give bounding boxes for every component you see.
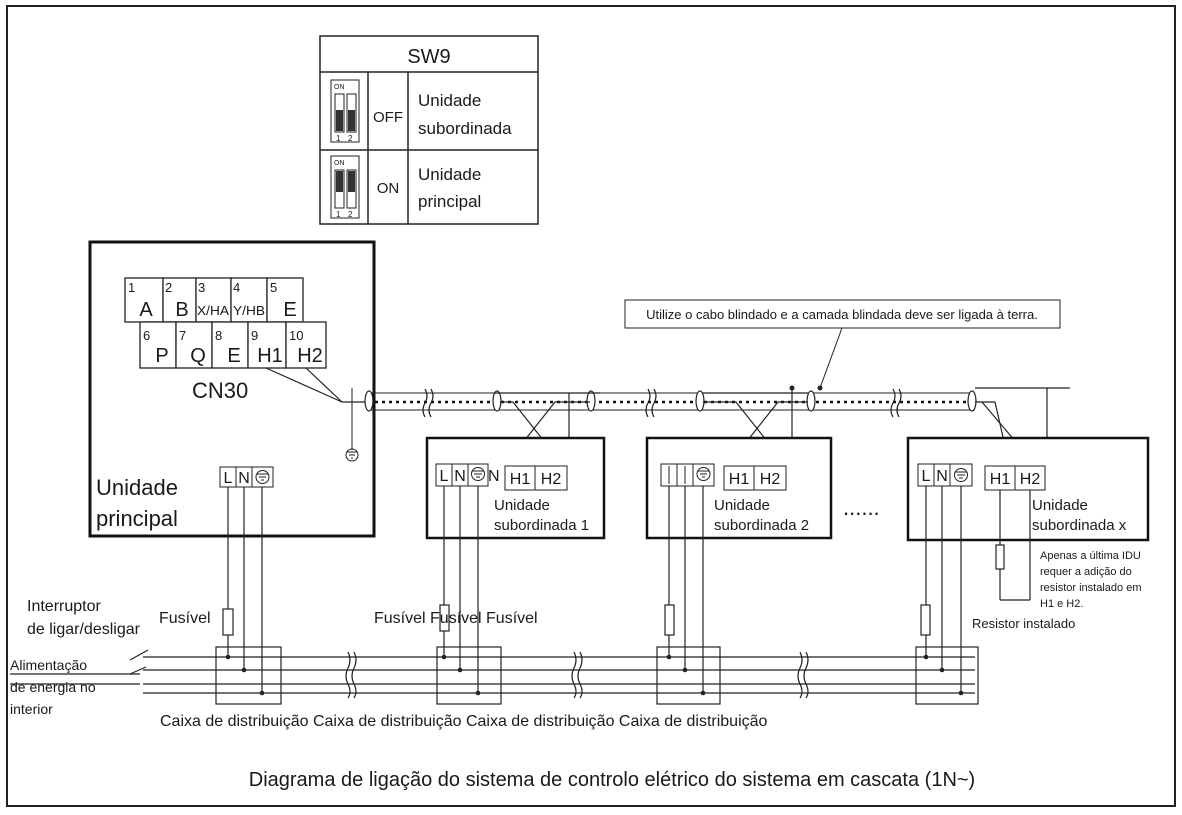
cn30-bottom-row: 6 P 7 Q 8 E 9 H1 10 H2	[139, 321, 327, 369]
junction-dots	[225, 654, 964, 696]
svg-text:6: 6	[143, 328, 150, 343]
svg-text:1: 1	[336, 210, 341, 219]
sub-unit-2: H1 H2 Unidade subordinada 2	[645, 436, 833, 540]
sub-unit-x: L N H1 H2 Unidade subordinada x	[906, 436, 1150, 542]
svg-text:1: 1	[336, 134, 341, 143]
ground-icon	[954, 468, 968, 482]
svg-text:N: N	[238, 470, 250, 487]
dip-switch-off-icon: ON 1 2	[330, 79, 360, 143]
sub-unit-1: L N N H1 H2 Unidade subordinada 1	[425, 436, 606, 540]
svg-text:1: 1	[128, 280, 135, 295]
ground-icon	[471, 467, 485, 481]
main-power-terminals: L N	[219, 466, 274, 488]
drop-wires	[222, 486, 962, 693]
sw9-on-desc-line2: principal	[418, 192, 481, 211]
svg-text:H2: H2	[1020, 471, 1041, 488]
sw9-title: SW9	[407, 46, 450, 68]
svg-text:ON: ON	[334, 160, 345, 167]
svg-text:E: E	[227, 345, 240, 367]
sub-unit-x-label-line2: subordinada x	[1032, 517, 1127, 534]
power-wiring	[10, 649, 975, 699]
svg-text:H2: H2	[541, 471, 562, 488]
sw9-off-desc-line1: Unidade	[418, 91, 481, 110]
svg-text:H1: H1	[990, 471, 1011, 488]
svg-text:H2: H2	[760, 471, 781, 488]
fuse-row-label: Fusível Fusível Fusível	[374, 610, 538, 627]
sub-unit-x-label-line1: Unidade	[1032, 497, 1088, 514]
svg-text:X/HA: X/HA	[197, 303, 229, 318]
svg-text:H1: H1	[729, 471, 750, 488]
svg-text:2: 2	[348, 210, 353, 219]
distribution-boxes	[215, 646, 979, 705]
svg-text:9: 9	[251, 328, 258, 343]
svg-text:H1 e H2.: H1 e H2.	[1040, 598, 1083, 610]
svg-text:N: N	[488, 468, 500, 485]
sub-unit-1-label-line1: Unidade	[494, 497, 550, 514]
ellipsis: ......	[843, 495, 880, 520]
svg-text:Y/HB: Y/HB	[233, 303, 265, 318]
svg-text:10: 10	[289, 328, 303, 343]
svg-text:H2: H2	[297, 345, 323, 367]
fuse-main-label: Fusível	[159, 610, 211, 627]
svg-text:L: L	[224, 470, 233, 487]
sw9-on-state: ON	[377, 180, 400, 197]
dip-switch-on-icon: ON 1 2	[330, 155, 360, 219]
svg-text:Apenas a última IDU: Apenas a última IDU	[1040, 550, 1141, 562]
cn30-top-row: 1 A 2 B 3 X/HA 4 Y/HB 5 E	[124, 277, 304, 323]
supply-label-line1: Alimentação	[10, 657, 87, 673]
svg-text:N: N	[936, 468, 948, 485]
switch-label-line2: de ligar/desligar	[27, 621, 141, 638]
svg-text:H1: H1	[510, 471, 531, 488]
svg-text:5: 5	[270, 280, 277, 295]
svg-text:8: 8	[215, 328, 222, 343]
svg-text:H1: H1	[257, 345, 283, 367]
diagram-caption: Diagrama de ligação do sistema de contro…	[249, 769, 975, 791]
ground-icon	[696, 467, 711, 481]
svg-text:N: N	[454, 468, 466, 485]
sw9-table: SW9 ON 1 2 OFF Unidade subordinada ON 1 …	[319, 35, 539, 225]
svg-text:P: P	[155, 345, 168, 367]
svg-text:3: 3	[198, 280, 205, 295]
svg-text:requer a adição do: requer a adição do	[1040, 566, 1132, 578]
sub-unit-2-label-line1: Unidade	[714, 497, 770, 514]
diagram-frame	[6, 5, 1176, 807]
svg-text:2: 2	[348, 134, 353, 143]
svg-text:L: L	[440, 468, 449, 485]
supply-label-line3: interior	[10, 701, 53, 717]
svg-text:Q: Q	[190, 345, 206, 367]
svg-text:E: E	[283, 299, 296, 321]
svg-text:B: B	[175, 299, 188, 321]
distribution-row-label: Caixa de distribuição Caixa de distribui…	[160, 713, 768, 730]
sub-unit-2-label-line2: subordinada 2	[714, 517, 809, 534]
svg-text:L: L	[922, 468, 931, 485]
main-unit-label-line1: Unidade	[96, 475, 178, 500]
last-idu-note: Apenas a última IDU requer a adição do r…	[1040, 550, 1142, 610]
sw9-off-state: OFF	[373, 109, 403, 126]
resistor-note: Resistor instalado	[972, 616, 1075, 631]
sub-unit-1-label-line2: subordinada 1	[494, 517, 589, 534]
ground-icon	[345, 448, 359, 462]
cn30-label: CN30	[192, 378, 248, 403]
sw9-on-desc-line1: Unidade	[418, 165, 481, 184]
main-unit: 1 A 2 B 3 X/HA 4 Y/HB 5 E 6 P 7 Q 8 E 9 …	[88, 240, 376, 538]
svg-text:ON: ON	[334, 84, 345, 91]
shielded-cable-note: Utilize o cabo blindado e a camada blind…	[624, 299, 1061, 389]
svg-text:2: 2	[165, 280, 172, 295]
switch-label-line1: Interruptor	[27, 598, 101, 615]
main-unit-label-line2: principal	[96, 506, 178, 531]
supply-label-line2: de energia no	[10, 679, 96, 695]
svg-text:7: 7	[179, 328, 186, 343]
svg-text:Utilize o cabo blindado e a ca: Utilize o cabo blindado e a camada blind…	[646, 307, 1038, 322]
svg-text:resistor instalado em: resistor instalado em	[1040, 582, 1142, 594]
svg-text:A: A	[139, 299, 153, 321]
sw9-off-desc-line2: subordinada	[418, 119, 512, 138]
svg-text:4: 4	[233, 280, 240, 295]
ground-icon	[255, 470, 270, 484]
termination-resistor-icon	[995, 490, 1031, 601]
